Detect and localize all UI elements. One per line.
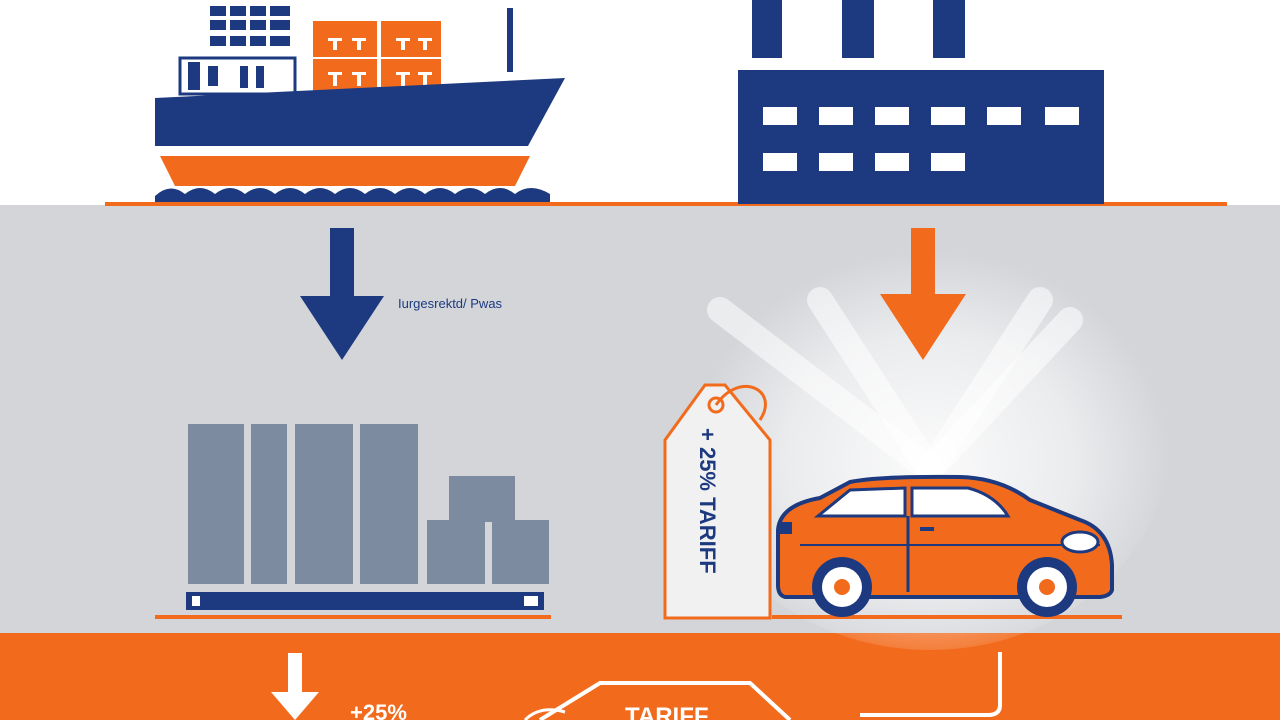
- ground-line: [105, 202, 1227, 206]
- white-down-arrow-icon: [271, 653, 319, 720]
- factory-icon: [738, 0, 1104, 204]
- cargo-ship-icon: [155, 6, 565, 202]
- arrow-caption: Iurgesrektd/ Pwas: [398, 296, 503, 311]
- bottom-caption: +25%: [350, 700, 407, 720]
- price-tag-icon: + 25% TARIFF: [663, 383, 772, 620]
- navy-down-arrow-icon: [300, 228, 384, 360]
- tag-text: + 25% TARIFF: [695, 428, 720, 574]
- bottom-badge: TARIFF: [625, 703, 709, 720]
- connector-line: [860, 652, 1002, 717]
- car-icon: [772, 474, 1122, 619]
- orange-down-arrow-icon: [880, 228, 966, 360]
- stacked-goods-icon: [155, 424, 551, 619]
